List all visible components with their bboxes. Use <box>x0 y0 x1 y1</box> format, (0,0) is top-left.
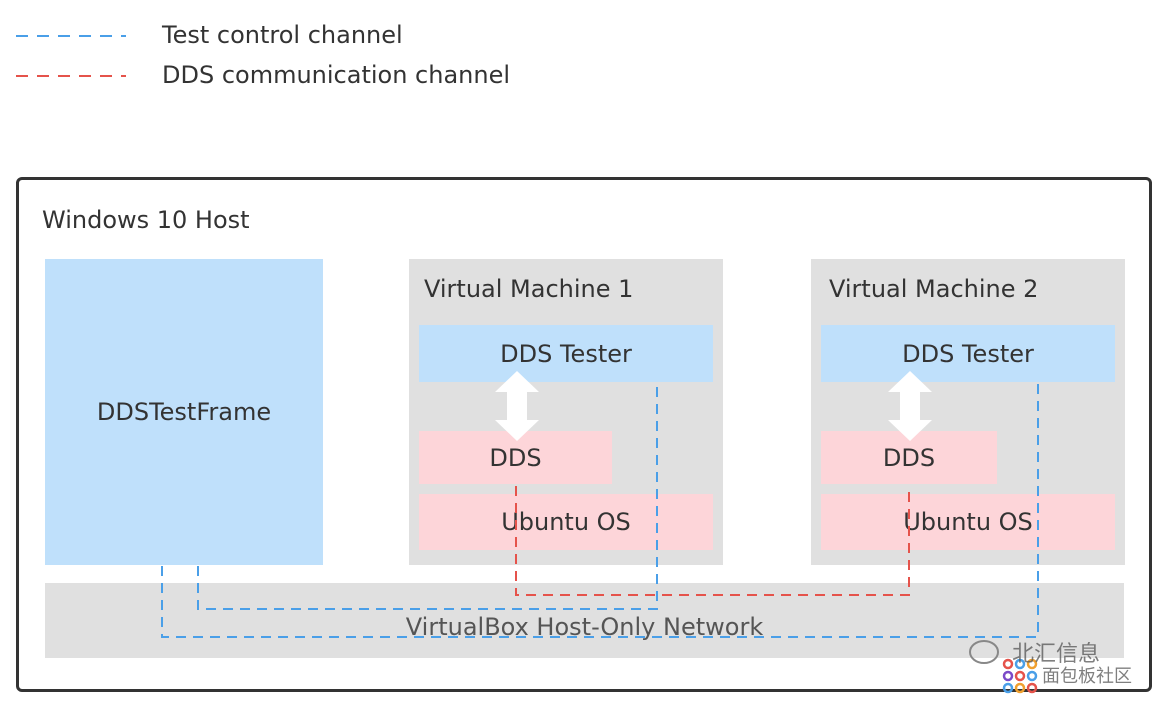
vm1-ubuntu-os-label: Ubuntu OS <box>501 508 631 536</box>
dds-communication-line <box>515 486 910 596</box>
watermark-site: 面包板社区 <box>1042 666 1132 687</box>
vm2-dds-tester-box: DDS Tester <box>821 325 1115 382</box>
vm1-title: Virtual Machine 1 <box>424 275 634 303</box>
vm2-title: Virtual Machine 2 <box>829 275 1039 303</box>
vm1-dds-box: DDS <box>419 431 612 484</box>
wechat-icon <box>969 640 999 664</box>
ddstestframe-label: DDSTestFrame <box>96 398 272 426</box>
test-control-line-vm2 <box>161 380 1039 638</box>
network-label: VirtualBox Host-Only Network <box>405 612 764 641</box>
vm1-dds-tester-box: DDS Tester <box>419 325 713 382</box>
vm2-dds-tester-label: DDS Tester <box>902 339 1034 368</box>
legend-label-dds-communication: DDS communication channel <box>162 61 511 89</box>
watermark-name: 北汇信息 <box>1012 642 1101 667</box>
vm2-ubuntu-os-label: Ubuntu OS <box>903 508 1033 536</box>
vm1-double-arrow-icon <box>495 371 539 441</box>
legend-label-test-control: Test control channel <box>162 21 403 49</box>
ddstestframe-box: DDSTestFrame <box>45 259 323 565</box>
vm2-ubuntu-os-box: Ubuntu OS <box>821 494 1115 550</box>
vm2-double-arrow-icon <box>888 371 932 441</box>
host-title: Windows 10 Host <box>42 206 250 234</box>
vm1-dds-tester-label: DDS Tester <box>500 339 632 368</box>
community-logo-icon <box>1002 658 1038 694</box>
vm2-dds-label: DDS <box>882 443 936 472</box>
vm1-ubuntu-os-box: Ubuntu OS <box>419 494 713 550</box>
test-control-line-vm1 <box>197 380 658 610</box>
vm1-dds-label: DDS <box>489 443 542 472</box>
